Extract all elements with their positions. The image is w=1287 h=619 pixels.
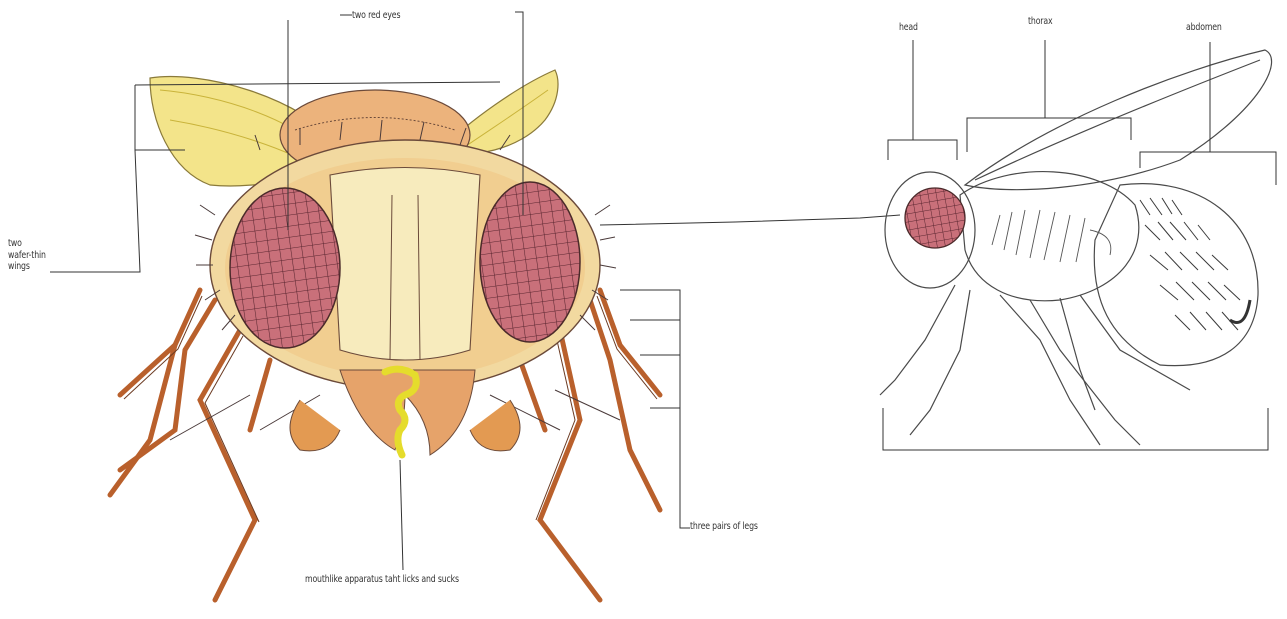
label-two-red-eyes: two red eyes [352,10,400,22]
front-fly [110,70,660,600]
label-mouthlike-apparatus: mouthlike apparatus taht licks and sucks [305,574,459,586]
front-right-eye [480,182,580,342]
side-thorax-lines [992,210,1111,262]
front-mouth [290,369,520,455]
label-abdomen: abdomen [1186,22,1222,34]
label-wings-line-1: two [8,238,55,250]
label-thorax: thorax [1028,16,1052,28]
front-left-eye [230,188,340,348]
label-wings: two wafer-thin wings [8,238,55,273]
label-wings-line-2: wafer-thin [8,250,55,262]
label-wings-line-3: wings [8,261,55,273]
side-abdomen-stripes [1140,198,1240,330]
side-abdomen [1094,184,1258,366]
side-eye [905,188,965,248]
side-wing [965,50,1272,190]
front-face [330,168,480,361]
label-head: head [899,22,918,34]
side-legs [880,285,1190,445]
label-three-pairs-of-legs: three pairs of legs [690,521,758,533]
